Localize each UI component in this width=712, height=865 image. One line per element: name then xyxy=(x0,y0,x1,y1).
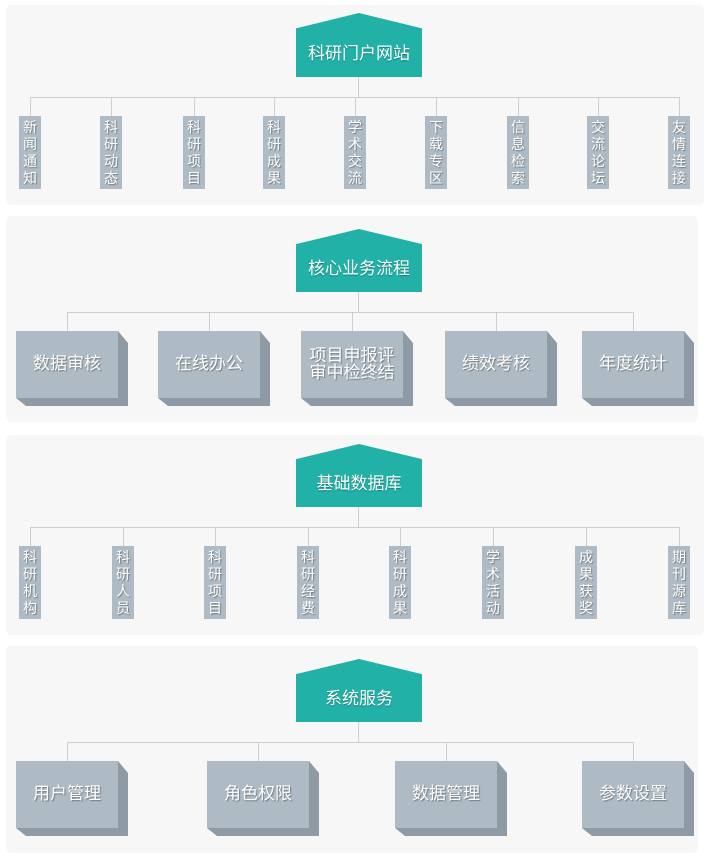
module-box[interactable]: 在线办公 xyxy=(158,331,260,398)
module-box[interactable]: 数据管理 xyxy=(395,761,497,828)
module-box[interactable]: 科研经费 xyxy=(297,546,319,619)
module-box[interactable]: 角色权限 xyxy=(207,761,309,828)
module-box[interactable]: 友情连接 xyxy=(668,116,690,189)
connector-line xyxy=(194,97,195,116)
module-box[interactable]: 信息检索 xyxy=(507,116,529,189)
module-box[interactable]: 年度统计 xyxy=(582,331,684,398)
connector-line xyxy=(30,97,31,116)
section-header: 基础数据库 xyxy=(296,444,422,507)
module-box[interactable]: 新闻通知 xyxy=(19,116,41,189)
module-box[interactable]: 项目申报评审中检终结 xyxy=(301,331,403,398)
connector-line xyxy=(679,97,680,116)
module-box[interactable]: 绩效考核 xyxy=(445,331,547,398)
connector-line xyxy=(258,742,259,761)
module-box[interactable]: 科研项目 xyxy=(204,546,226,619)
connector-line xyxy=(358,507,359,527)
module-box[interactable]: 科研成果 xyxy=(389,546,411,619)
module-box[interactable]: 科研项目 xyxy=(183,116,205,189)
connector-line xyxy=(400,527,401,546)
section-header: 系统服务 xyxy=(296,659,422,722)
connector-line xyxy=(518,97,519,116)
connector-line xyxy=(633,312,634,331)
connector-line xyxy=(308,527,309,546)
connector-line xyxy=(274,97,275,116)
module-box[interactable]: 用户管理 xyxy=(16,761,118,828)
module-box[interactable]: 学术交流 xyxy=(344,116,366,189)
module-box[interactable]: 科研人员 xyxy=(112,546,134,619)
connector-line xyxy=(493,527,494,546)
connector-line xyxy=(358,292,359,312)
connector-line xyxy=(30,97,679,98)
section-header: 科研门户网站 xyxy=(296,13,422,77)
connector-line xyxy=(633,742,634,761)
connector-line xyxy=(358,722,359,742)
connector-line xyxy=(30,527,679,528)
section-header: 核心业务流程 xyxy=(296,229,422,292)
connector-line xyxy=(209,312,210,331)
connector-line xyxy=(123,527,124,546)
connector-line xyxy=(30,527,31,546)
connector-line xyxy=(352,312,353,331)
module-box[interactable]: 下载专区 xyxy=(425,116,447,189)
connector-line xyxy=(215,527,216,546)
module-box[interactable]: 参数设置 xyxy=(582,761,684,828)
connector-line xyxy=(67,742,68,761)
connector-line xyxy=(67,312,68,331)
module-box[interactable]: 数据审核 xyxy=(16,331,118,398)
connector-line xyxy=(67,742,633,743)
connector-line xyxy=(679,527,680,546)
module-box[interactable]: 科研机构 xyxy=(19,546,41,619)
module-box[interactable]: 学术活动 xyxy=(482,546,504,619)
module-box[interactable]: 成果获奖 xyxy=(575,546,597,619)
module-box[interactable]: 科研动态 xyxy=(100,116,122,189)
connector-line xyxy=(598,97,599,116)
connector-line xyxy=(586,527,587,546)
connector-line xyxy=(436,97,437,116)
module-box[interactable]: 交流论坛 xyxy=(587,116,609,189)
connector-line xyxy=(67,312,633,313)
connector-line xyxy=(111,97,112,116)
module-box[interactable]: 科研成果 xyxy=(263,116,285,189)
module-box[interactable]: 期刊源库 xyxy=(668,546,690,619)
connector-line xyxy=(496,312,497,331)
connector-line xyxy=(446,742,447,761)
connector-line xyxy=(355,97,356,116)
connector-line xyxy=(358,77,359,97)
